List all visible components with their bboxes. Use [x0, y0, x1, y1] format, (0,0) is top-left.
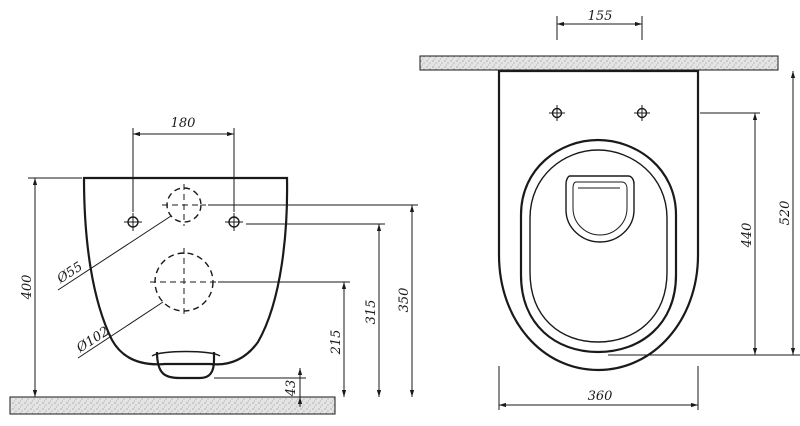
front-fixing-hole-right [225, 213, 243, 231]
front-floor-slab [9, 396, 336, 415]
top-seat-outer [519, 138, 678, 354]
top-wall-slab [419, 55, 779, 71]
dim-bracket-155: 155 [556, 9, 643, 40]
top-fixing-hole-left [549, 105, 565, 121]
dim-depth-440: 440 [740, 113, 758, 355]
front-outlet-spigot [155, 351, 216, 380]
dim-label-180: 180 [171, 116, 196, 131]
front-fixing-hole-left [124, 213, 142, 231]
dim-total-height: 400 [20, 177, 82, 397]
dim-label-440: 440 [740, 223, 755, 249]
front-bowl-outline [82, 176, 289, 366]
dim-label-400: 400 [20, 275, 35, 301]
dim-label-520: 520 [778, 201, 793, 226]
dim-label-215: 215 [329, 330, 344, 356]
dim-label-d102: Ø102 [73, 324, 112, 356]
front-view: 180 400 Ø55 Ø102 350 3 [9, 116, 418, 415]
dim-depth-520: 520 [778, 71, 796, 355]
dim-width-360: 360 [498, 366, 699, 410]
top-bowl-outline [497, 69, 700, 372]
dim-label-d55: Ø55 [54, 259, 86, 287]
dim-label-155: 155 [588, 9, 613, 24]
dim-label-350: 350 [397, 288, 412, 313]
dim-label-43: 43 [284, 380, 299, 398]
top-bowl-opening-inner [572, 181, 628, 236]
dim-label-315: 315 [364, 300, 379, 325]
top-bowl-opening [565, 175, 635, 243]
top-seat-inner [529, 149, 668, 343]
dim-height-315: 315 [364, 224, 382, 397]
dim-height-215: 215 [329, 282, 347, 397]
dim-height-43: 43 [284, 368, 303, 407]
front-outlet-lip [151, 350, 221, 357]
dim-hole-spacing: 180 [132, 116, 235, 212]
top-fixing-hole-right [634, 105, 650, 121]
dim-label-360: 360 [588, 389, 613, 404]
dim-inlet-diameter: Ø55 [54, 215, 172, 291]
dim-height-350: 350 [397, 205, 415, 397]
top-view: 155 520 440 360 [419, 9, 800, 410]
